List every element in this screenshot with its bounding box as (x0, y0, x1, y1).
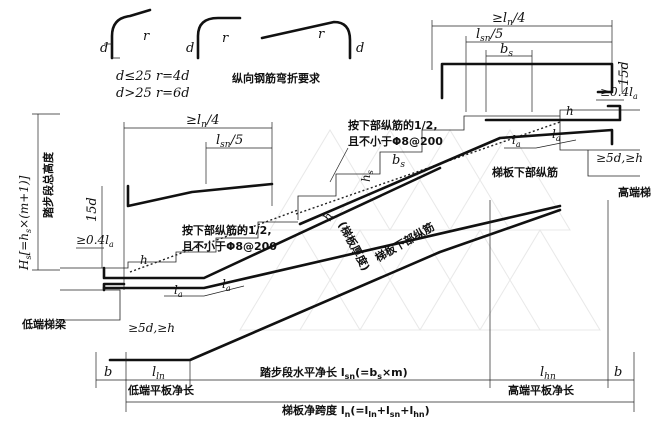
mid-lsn5: lsn/5 (216, 133, 243, 150)
upper-half-1: 按下部纵筋的1/2, (348, 118, 438, 132)
upper-annotation: 按下部纵筋的1/2, 且不小于Φ8@200 bs hs (329, 118, 443, 183)
mid-left-dims: ≥ln/4 lsn/5 15d (85, 113, 274, 290)
bend-rule-1: d≤25 r=4d (116, 69, 190, 84)
bottom-step-horiz: 踏步段水平净长 lsn(=bs×m) (260, 365, 408, 381)
bend-detail: d r d r d r d≤25 r=4d d>25 r=6d 纵向钢筋弯折要求 (100, 8, 364, 101)
lower-half-2: 且不小于Φ8@200 (182, 239, 277, 253)
top-04la: ≥0.4la (600, 85, 638, 101)
bottom-high-flat: 高端平板净长 (508, 383, 575, 397)
right-5dh: ≥5d,≥h (596, 151, 643, 165)
mid-ln4: ≥ln/4 (186, 113, 220, 130)
left-axis-text: 踏步段总高度 (41, 151, 55, 218)
bottom-total: 梯板净跨度 ln(=lln+lsn+lhn) (282, 403, 430, 419)
mid-15d: 15d (85, 197, 100, 222)
bend-rule-2: d>25 r=6d (116, 86, 190, 101)
bend-d1: d (100, 41, 108, 56)
lower-la-1: la (174, 283, 183, 299)
right-la-1: la (512, 133, 521, 149)
top-15d: 15d (617, 61, 632, 86)
right-dims: la la 梯板下部纵筋 ≥5d,≥h 高端梯 (492, 127, 651, 199)
bend-d3: d (356, 41, 364, 56)
bend-d2: d (186, 41, 194, 56)
slab-thickness-text: (梯板厚度) (335, 219, 373, 273)
right-slab-bottom: 梯板下部纵筋 (492, 165, 558, 179)
upper-bs: bs (392, 153, 405, 170)
top-right-dims: ≥ln/4 lsn/5 bs 15d ≥0.4la (431, 11, 638, 112)
bottom-low-flat: 低端平板净长 (127, 383, 195, 397)
top-bs: bs (500, 42, 513, 59)
bend-r1: r (143, 29, 150, 44)
bend-r3: r (318, 27, 325, 42)
lower-04la: ≥0.4la (76, 233, 114, 249)
top-ln4: ≥ln/4 (492, 11, 526, 28)
right-high-beam: 高端梯 (618, 185, 651, 199)
lower-la-2: la (222, 277, 231, 293)
bottom-dims: b b lln lhn 低端平板净长 高端平板净长 踏步段水平净长 lsn(=b… (95, 200, 635, 419)
bend-r2: r (222, 31, 229, 46)
low-beam: 低端梯梁 (21, 317, 67, 331)
top-lsn5: lsn/5 (476, 27, 503, 44)
bottom-lhn: lhn (540, 365, 556, 382)
right-la-2: la (552, 127, 561, 143)
left-axis: Hs[=hs×(m+1)] 踏步段总高度 (17, 113, 60, 271)
upper-h: h (566, 104, 574, 118)
watermark-pattern (239, 129, 601, 331)
lower-h: h (140, 253, 148, 267)
lower-5dh: ≥5d,≥h (128, 321, 175, 335)
bottom-b-right: b (614, 365, 622, 380)
upper-steps: h (295, 104, 640, 226)
upper-half-2: 且不小于Φ8@200 (348, 134, 443, 148)
bottom-b-left: b (104, 365, 112, 380)
upper-hs: hs (359, 170, 375, 182)
lower-half-1: 按下部纵筋的1/2, (182, 223, 272, 237)
bottom-lln: lln (152, 365, 165, 382)
bend-title: 纵向钢筋弯折要求 (232, 71, 321, 85)
lower-stair: h ≥0.4la la la ≥5d,≥h 低端梯梁 (21, 166, 562, 362)
left-formula: Hs[=hs×(m+1)] (17, 175, 33, 271)
